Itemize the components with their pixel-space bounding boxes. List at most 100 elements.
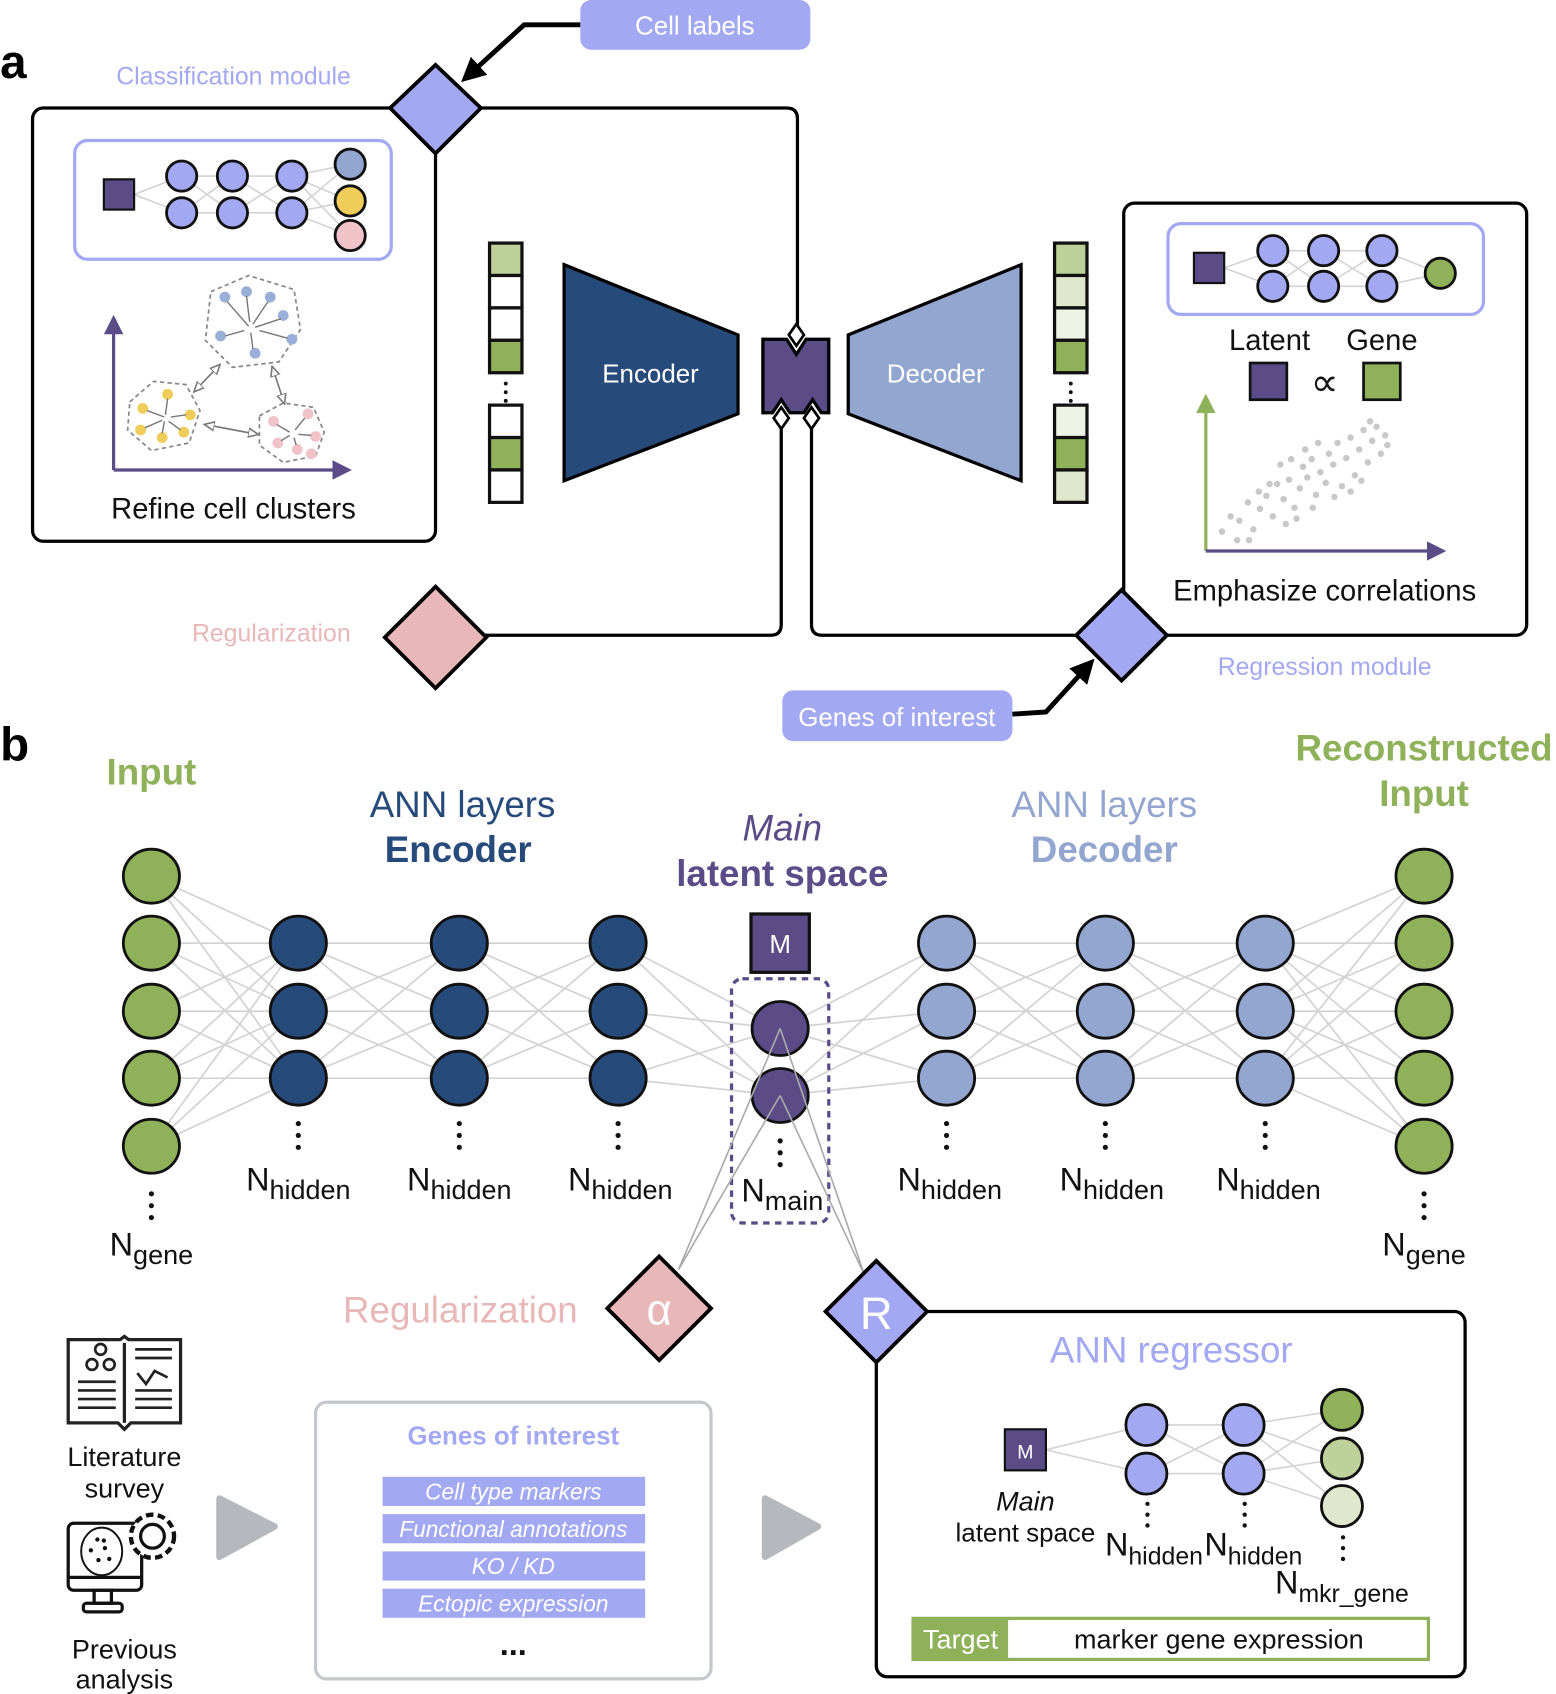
regularization-diamond [382,583,489,691]
scatter-point [1287,455,1295,463]
regressor-latent-caption-line1: Main [996,1486,1055,1516]
encoder-label: Encoder [602,360,699,388]
scatter-point [1269,513,1277,520]
gene-category-label: Ectopic expression [418,1590,608,1616]
panel-b-letter: b [0,719,29,772]
decoder-node [1075,914,1135,972]
scatter-point [1299,463,1307,470]
scatter-point [1360,426,1367,434]
input-node [121,1117,181,1175]
vector-ellipsis-dot [1068,381,1073,386]
gene-category-label: Functional annotations [399,1516,627,1542]
vector-ellipsis-dot [503,381,508,386]
output-vector-cell [1052,338,1089,375]
decoder-node [917,982,977,1040]
latent-to-branch-edges [677,1028,866,1276]
vector-ellipsis-dot [1068,390,1073,395]
network-edge [458,942,619,1079]
scatter-point [1291,504,1298,512]
scatter-point [1263,492,1270,500]
classifier-network [102,147,367,253]
input-node [121,982,181,1040]
layer-ellipsis-dot [777,1150,783,1156]
target-tag-text: Target [923,1625,999,1655]
encoder-node [268,914,328,972]
gene-category-item [382,1551,646,1581]
layer-ellipsis-dot [615,1144,621,1150]
regressor-m-label: M [1017,1441,1033,1463]
output-vector-cell [1052,403,1089,440]
network-edge [1104,942,1266,1079]
scatter-point [1308,455,1315,463]
network-edge [945,942,1106,1079]
layer-ellipsis-dot [943,1144,950,1150]
decoder-node [917,914,977,972]
layer-size-label: Ngene [1382,1226,1465,1270]
layer-ellipsis-dot [456,1144,462,1150]
latent-m-box [749,912,811,974]
input-vector-cell [487,306,524,342]
output-node [1394,1117,1454,1175]
latent-square-icon [1248,361,1289,402]
scatter-point [1330,461,1337,468]
input-vector-cell [487,403,524,440]
gene-category-label: KO / KD [472,1553,555,1579]
scatter-point [1347,488,1354,495]
decoder-title-line1: ANN layers [1011,784,1197,825]
output-node [1394,1049,1454,1107]
layer-ellipsis-dot [1421,1214,1427,1221]
panel-b: b Input ANN layers Encoder Main latent s… [0,719,1552,1694]
scatter-point [1277,461,1284,468]
vector-ellipsis-dot [1068,398,1073,403]
layer-size-label: Ngene [110,1226,193,1270]
regression-module-label: Regression module [1218,654,1432,681]
input-vector-cell [487,435,524,472]
genes-of-interest-arrow [1012,658,1095,717]
layer-ellipsis-dot [1262,1120,1268,1127]
input-node [121,1049,181,1107]
scatter-point [1244,499,1252,506]
panel-a: a Cell labels Classification module [0,0,1529,742]
proportional-symbol: ∝ [1311,361,1339,404]
layer-size-label: Nmkr_gene [1275,1565,1409,1609]
layer-ellipsis-dot [943,1132,950,1139]
encoder-node [268,982,328,1040]
scatter-point [1314,439,1322,447]
scatter-point [1366,418,1374,425]
regressor-network-frame [1166,222,1486,317]
scatter-point [1325,450,1333,457]
output-title-line1: Reconstructed [1296,728,1553,769]
scatter-point [1309,504,1317,512]
latent-dashed-frame [729,977,831,1225]
cell-labels-tag: Cell labels [580,0,811,50]
scatter-point [1301,446,1309,453]
encoder-node [588,982,648,1040]
scatter-point [1358,477,1365,484]
layer-ellipsis-dot [1421,1191,1427,1197]
encoder-title-line1: ANN layers [370,784,556,825]
cell-labels-arrow [461,22,581,83]
input-vector-cell [487,241,524,278]
regularization-alpha-diamond [604,1253,714,1363]
layer-ellipsis-dot [777,1138,783,1144]
network-edge [150,942,299,1079]
correlation-plot [1196,393,1447,561]
regressor-mini-network: M [1003,1387,1364,1562]
layer-ellipsis-dot [1102,1120,1108,1127]
scatter-point [1368,437,1376,445]
layer-size-label: Nhidden [1216,1162,1321,1206]
decoder-block [846,262,1023,484]
network-edge [1264,875,1425,1079]
input-vector [487,241,524,504]
layer-ellipsis-dot [1102,1144,1108,1150]
regressor-r-diamond [822,1258,930,1366]
output-node [1394,847,1454,905]
genes-ellipsis: ... [500,1626,527,1662]
layer-ellipsis-dot [615,1132,621,1139]
decoder-label: Decoder [887,360,985,388]
genes-of-interest-tag: Genes of interest [782,690,1013,742]
cell-labels-tag-text: Cell labels [635,13,755,41]
scatter-point [1233,536,1241,544]
genes-box-title: Genes of interest [407,1422,619,1450]
decoder-node [1235,914,1295,972]
